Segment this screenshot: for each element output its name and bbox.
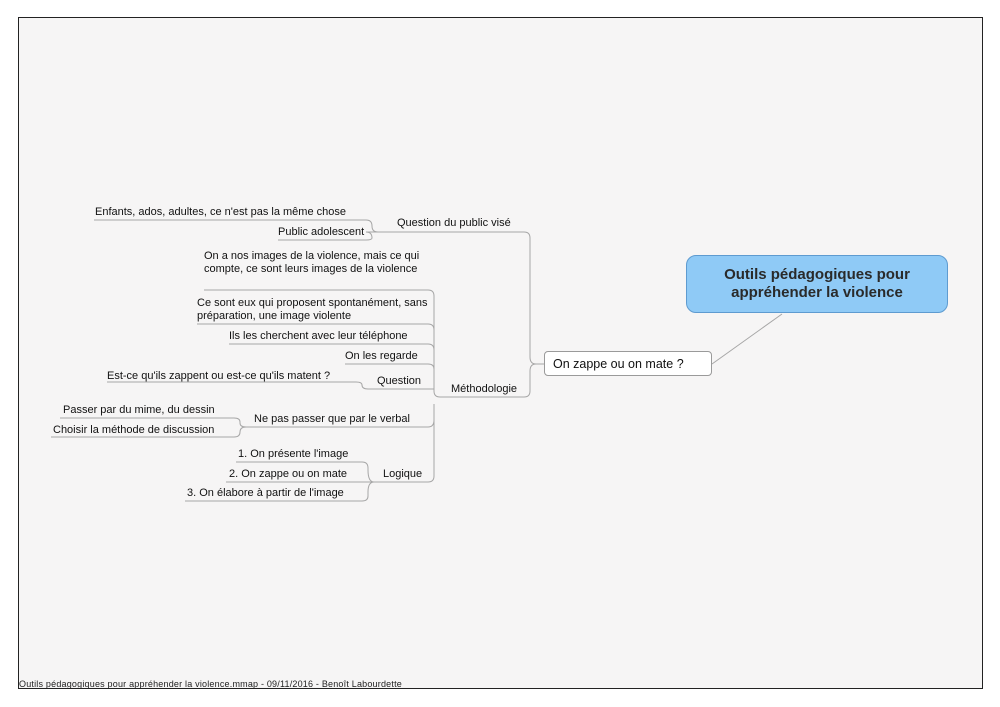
connector-methodologie-trunk bbox=[204, 289, 446, 398]
connector-main-methodologie bbox=[446, 363, 544, 398]
main-topic[interactable]: On zappe ou on mate ? bbox=[544, 351, 712, 376]
subtopic-mime-dessin[interactable]: Passer par du mime, du dessin bbox=[63, 404, 215, 416]
connector-central-main bbox=[711, 313, 783, 365]
subtopic-nos-images[interactable]: On a nos images de la violence, mais ce … bbox=[204, 250, 420, 275]
central-topic[interactable]: Outils pédagogiques pour appréhender la … bbox=[686, 255, 948, 313]
subtopic-methode-discussion[interactable]: Choisir la méthode de discussion bbox=[53, 424, 215, 436]
connector-verbal-methode bbox=[51, 426, 252, 438]
subtopic-pas-que-verbal[interactable]: Ne pas passer que par le verbal bbox=[254, 413, 410, 425]
topic-methodologie[interactable]: Méthodologie bbox=[451, 383, 518, 395]
connector-meth-proposent bbox=[197, 323, 435, 331]
subtopic-logique[interactable]: Logique bbox=[383, 468, 423, 480]
subtopic-presente-image[interactable]: 1. On présente l'image bbox=[238, 448, 349, 460]
connector-question-child bbox=[107, 381, 376, 390]
connector-meth-telephone bbox=[229, 343, 435, 351]
subtopic-on-les-regarde[interactable]: On les regarde bbox=[345, 350, 418, 362]
connector-logique-1 bbox=[236, 461, 380, 483]
subtopic-question[interactable]: Question bbox=[377, 375, 422, 387]
connector-meth-logique bbox=[380, 404, 435, 483]
connector-meth-regarde bbox=[345, 363, 435, 370]
map-canvas bbox=[18, 17, 983, 689]
subtopic-telephone[interactable]: Ils les cherchent avec leur téléphone bbox=[229, 330, 408, 342]
connector-main-question-public bbox=[392, 231, 544, 365]
subtopic-enfants-ados[interactable]: Enfants, ados, adultes, ce n'est pas la … bbox=[95, 206, 346, 218]
subtopic-public-adolescent[interactable]: Public adolescent bbox=[278, 226, 365, 238]
connector-logique-3 bbox=[185, 481, 380, 502]
subtopic-ils-proposent[interactable]: Ce sont eux qui proposent spontanément, … bbox=[197, 297, 428, 322]
subtopic-zappent-matent[interactable]: Est-ce qu'ils zappent ou est-ce qu'ils m… bbox=[107, 370, 331, 382]
subtopic-zappe-mate[interactable]: 2. On zappe ou on mate bbox=[229, 468, 348, 480]
connector-qp-public bbox=[278, 231, 392, 241]
subtopic-elabore[interactable]: 3. On élabore à partir de l'image bbox=[187, 487, 344, 499]
footer-caption: Outils pédagogiques pour appréhender la … bbox=[19, 679, 402, 689]
topic-question-public[interactable]: Question du public visé bbox=[397, 217, 511, 229]
